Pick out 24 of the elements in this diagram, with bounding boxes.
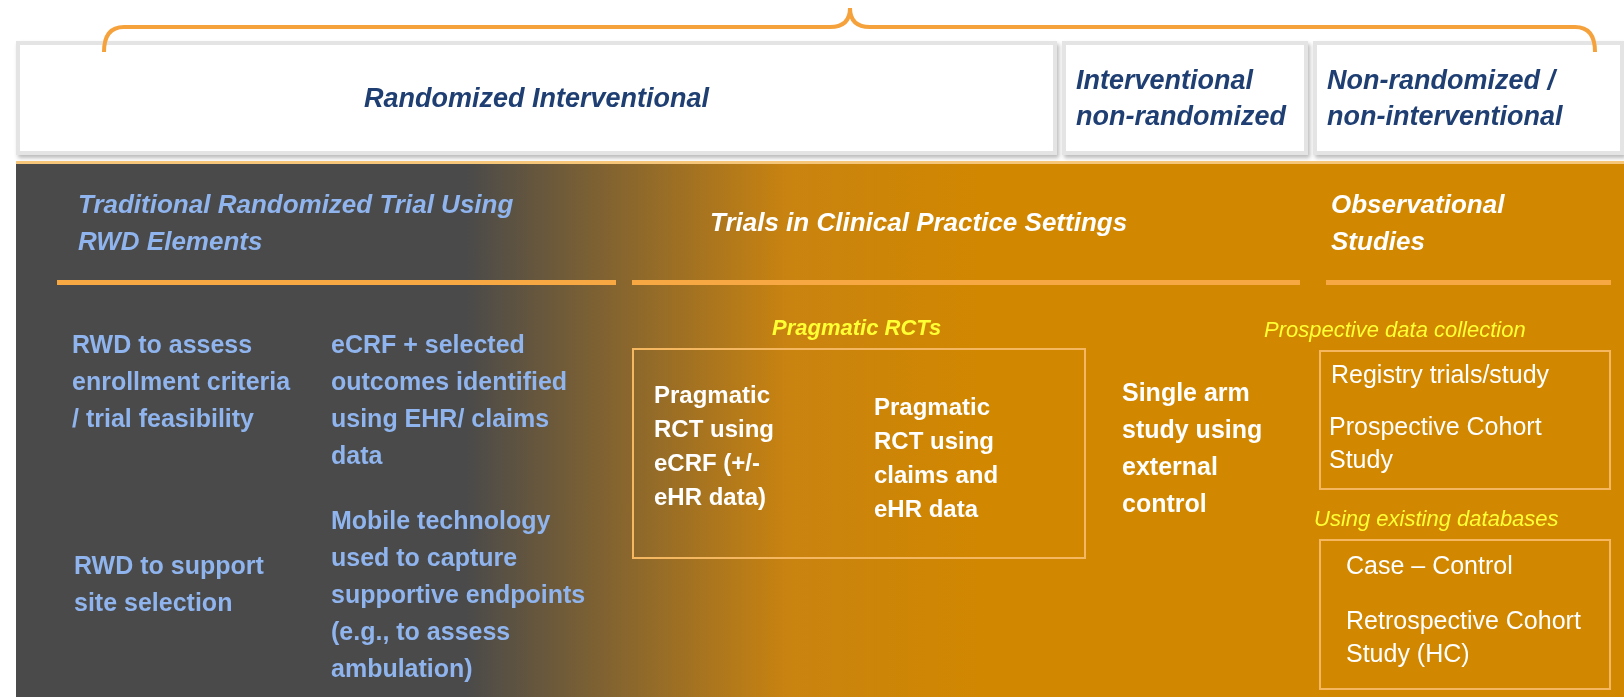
rwd-use-text: eCRF + selected outcomes identified using EHR/ claims data [331, 329, 569, 471]
rwd-use-text: RWD to support site selection [74, 550, 265, 618]
subsection-label: Prospective data collection [1264, 316, 1526, 344]
study-type: Prospective Cohort Study [1329, 411, 1543, 475]
category-title: Non-randomized / non-interventional [1326, 64, 1564, 133]
study-type: Pragmatic RCT using eCRF (+/- eHR data) [654, 380, 775, 512]
section-heading: Trials in Clinical Practice Settings [710, 206, 1129, 239]
rwd-use-text: RWD to assess enrollment criteria / trial feasibility [72, 329, 292, 434]
header-panel [1062, 41, 1308, 155]
category-title: Interventional non-randomized [1075, 64, 1288, 133]
header-panel [1313, 41, 1624, 155]
section-heading: Observational Studies [1331, 188, 1506, 258]
study-type: Pragmatic RCT using claims and eHR data [874, 392, 1000, 524]
study-type: Retrospective Cohort Study (HC) [1346, 605, 1582, 669]
section-heading: Traditional Randomized Trial Using RWD Elements [78, 188, 515, 258]
study-type: Single arm study using external control [1122, 377, 1264, 519]
gradient-panel [16, 161, 1624, 697]
category-title: Randomized Interventional [363, 82, 709, 115]
subsection-label: Pragmatic RCTs [772, 314, 942, 342]
subsection-label: Using existing databases [1314, 505, 1559, 533]
rwd-use-text: Mobile technology used to capture supportive endpoints (e.g., to assess ambulation) [331, 505, 587, 684]
study-type: Case – Control [1346, 550, 1514, 581]
header-panel [16, 41, 1057, 155]
study-type: Registry trials/study [1331, 359, 1551, 390]
